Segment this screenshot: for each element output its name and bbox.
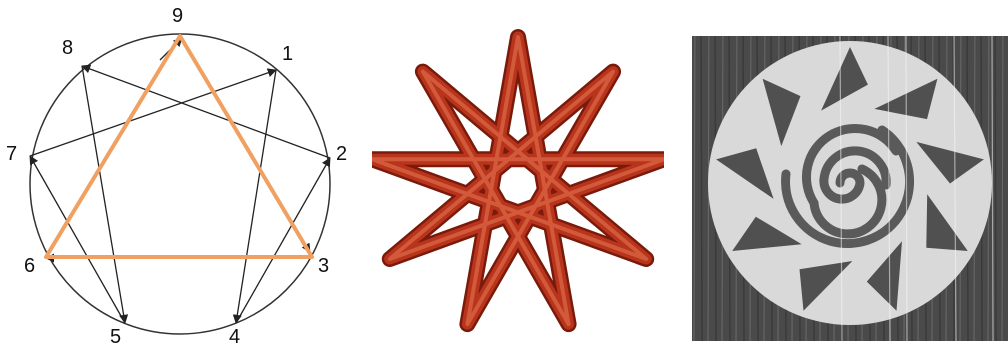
label-2: 2 bbox=[336, 143, 347, 165]
line-1-to-4 bbox=[236, 70, 276, 323]
triangle-arrows bbox=[46, 38, 310, 258]
label-3: 3 bbox=[318, 255, 329, 277]
label-8: 8 bbox=[62, 37, 73, 59]
triangle-9-3-6 bbox=[46, 36, 312, 257]
label-4: 4 bbox=[229, 326, 240, 347]
line-4-to-2 bbox=[236, 158, 330, 323]
label-5: 5 bbox=[110, 326, 121, 347]
label-6: 6 bbox=[24, 255, 35, 277]
label-9: 9 bbox=[172, 5, 183, 27]
hexad-lines bbox=[30, 66, 330, 323]
crop-circle-photo bbox=[692, 0, 1008, 347]
enneagram-circle bbox=[30, 34, 330, 334]
label-1: 1 bbox=[282, 43, 293, 65]
label-7: 7 bbox=[6, 143, 17, 165]
star-strokes bbox=[372, 37, 664, 324]
enneagram-diagram: 9 1 2 3 4 5 6 7 8 bbox=[0, 0, 360, 347]
nine-pointed-star bbox=[372, 0, 664, 347]
